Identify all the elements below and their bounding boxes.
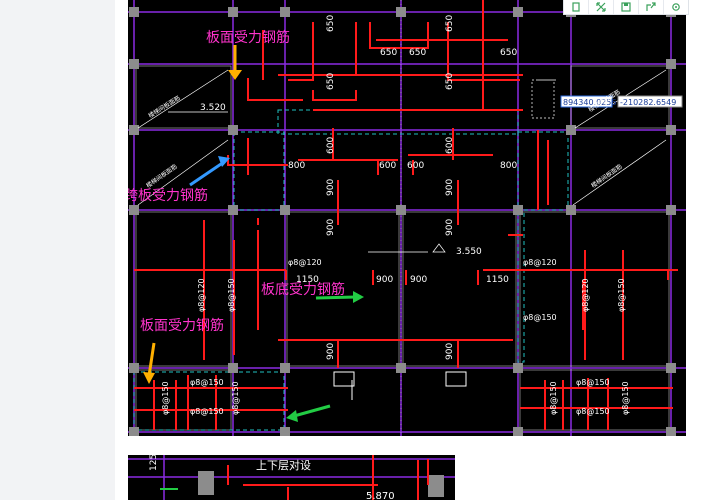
dim-label: 1150 xyxy=(296,275,319,285)
x-coordinate[interactable]: 894340.0256 xyxy=(563,98,616,107)
dim-label: 900 xyxy=(445,343,455,360)
second-dim: 125 xyxy=(149,455,159,471)
beam-outlines xyxy=(135,0,670,436)
dim-label: 900 xyxy=(445,179,455,196)
dim-label: 800 xyxy=(500,161,517,171)
axis-grid-2 xyxy=(128,455,455,500)
annotation-bottom-rebar: 板底受力钢筋 xyxy=(261,281,345,298)
dim-label: 600 xyxy=(407,161,424,171)
dim-label: 1150 xyxy=(486,275,509,285)
hatch-note: 楼梯间板面筋 xyxy=(590,162,624,189)
cad-drawing-viewer-2[interactable]: 上下层对设 125 5.870 xyxy=(128,455,455,500)
dim-label: 650 xyxy=(380,48,397,58)
x-coordinate-box[interactable] xyxy=(560,95,613,108)
viewer-toolbar xyxy=(563,0,689,15)
dim-label: 900 xyxy=(326,219,336,236)
bar-label: φ8@150 xyxy=(549,381,558,415)
share-icon[interactable] xyxy=(638,0,663,14)
dim-label: 650 xyxy=(409,48,426,58)
rebar-lines-2 xyxy=(227,455,429,500)
bar-label: φ8@150 xyxy=(617,278,626,312)
bar-label: φ8@120 xyxy=(523,258,557,267)
settings-icon[interactable] xyxy=(663,0,688,14)
dimension-labels: 650 650 650 650 650 650 650 800 600 600 … xyxy=(288,15,517,360)
level-mark: 3.550 xyxy=(456,247,482,257)
section-markers xyxy=(137,69,667,253)
annotation-top-face-rebar-2: 板面受力钢筋 xyxy=(140,317,224,334)
annotation-top-face-rebar: 板面受力钢筋 xyxy=(206,29,290,46)
annotation-arrows xyxy=(143,45,364,422)
dim-label: 650 xyxy=(445,73,455,90)
bar-label: φ8@150 xyxy=(576,407,610,416)
fit-page-icon[interactable] xyxy=(564,0,588,14)
dim-label: 650 xyxy=(326,15,336,32)
dim-label: 900 xyxy=(326,179,336,196)
bar-label: φ8@150 xyxy=(523,313,557,322)
dim-label: 900 xyxy=(376,275,393,285)
level-labels: 3.520 3.550 xyxy=(200,103,482,257)
left-sidebar xyxy=(0,0,115,500)
rebar-lines xyxy=(134,0,678,430)
dim-label: 900 xyxy=(410,275,427,285)
y-coordinate[interactable]: -210282.6549 xyxy=(620,98,676,107)
bar-labels: φ8@120 φ8@120 φ8@150 φ8@120 φ8@150 φ8@12… xyxy=(161,258,630,416)
bar-label: φ8@150 xyxy=(227,278,236,312)
dim-label: 600 xyxy=(379,161,396,171)
bar-label: φ8@150 xyxy=(621,381,630,415)
second-level: 5.870 xyxy=(366,491,395,500)
dim-label: 650 xyxy=(326,73,336,90)
dim-label: 600 xyxy=(445,137,455,154)
dim-label: 600 xyxy=(326,137,336,154)
annotation-labels: 板面受力钢筋 跨板受力钢筋 板底受力钢筋 板面受力钢筋 xyxy=(128,29,345,334)
columns-2 xyxy=(198,471,444,497)
fullscreen-icon[interactable] xyxy=(588,0,613,14)
bar-label: φ8@150 xyxy=(161,381,170,415)
bar-label: φ8@120 xyxy=(288,258,322,267)
dim-label: 900 xyxy=(445,219,455,236)
cad-drawing-viewer[interactable]: 894340.0256 -210282.6549 650 650 650 650… xyxy=(128,0,686,436)
axis-grid xyxy=(128,0,686,436)
second-header: 上下层对设 xyxy=(256,458,311,472)
dim-label: 900 xyxy=(326,343,336,360)
dim-label: 650 xyxy=(445,15,455,32)
annotation-cross-slab-rebar: 跨板受力钢筋 xyxy=(128,187,208,204)
hatch-note: 楼梯间板面筋 xyxy=(147,94,182,120)
bar-label: φ8@150 xyxy=(190,378,224,387)
bar-label: φ8@150 xyxy=(576,378,610,387)
dim-label: 650 xyxy=(500,48,517,58)
coordinate-inputs[interactable]: 894340.0256 -210282.6549 xyxy=(560,95,683,108)
bar-label: φ8@150 xyxy=(231,381,240,415)
bar-label: φ8@120 xyxy=(581,278,590,312)
level-mark: 3.520 xyxy=(200,103,226,113)
bar-label: φ8@150 xyxy=(190,407,224,416)
save-icon[interactable] xyxy=(613,0,638,14)
dim-label: 800 xyxy=(288,161,305,171)
column-marks xyxy=(333,371,467,400)
bar-label: φ8@120 xyxy=(197,278,206,312)
y-coordinate-box[interactable] xyxy=(617,95,683,108)
hatch-note: 楼梯间板面筋 xyxy=(145,162,179,189)
